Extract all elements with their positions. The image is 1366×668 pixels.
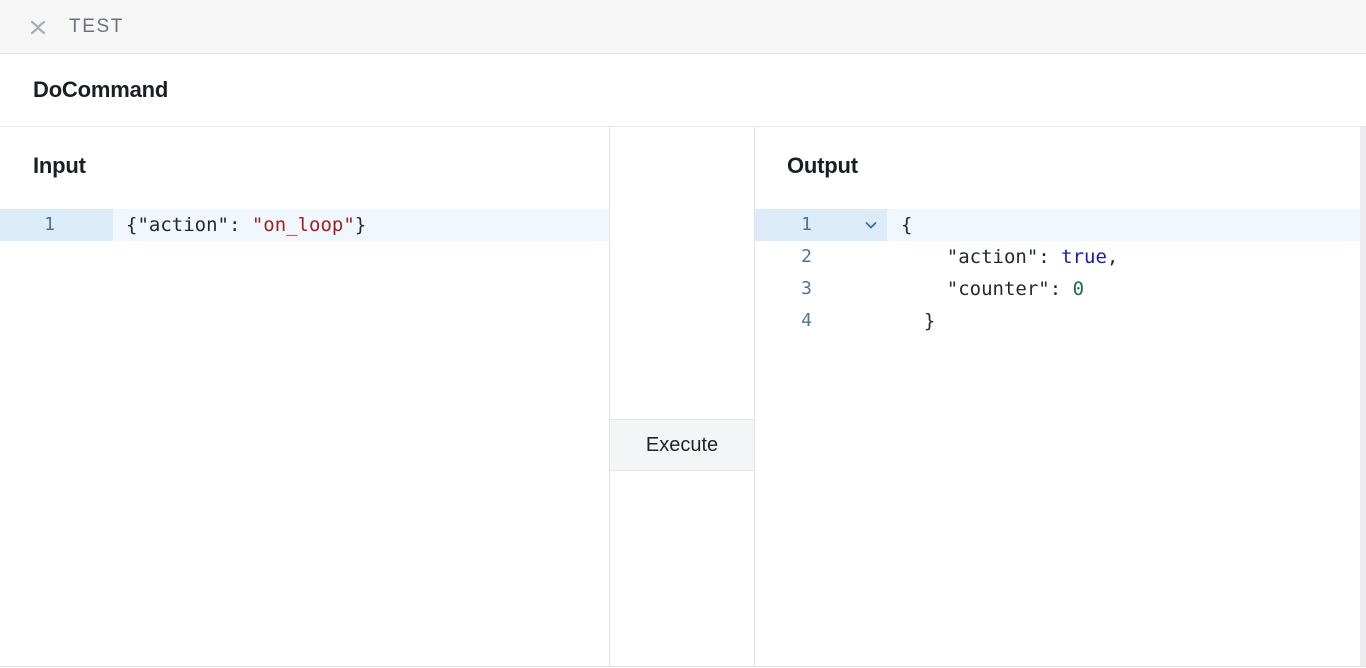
code-text: "counter": 0 (887, 273, 1366, 305)
output-scrollbar[interactable] (1360, 127, 1366, 666)
code-token-plain: } (901, 310, 936, 332)
code-token-plain: } (354, 214, 367, 236)
line-number: 1 (0, 209, 113, 241)
test-label: TEST (69, 15, 124, 37)
code-token-number: 0 (1072, 278, 1085, 300)
execute-button[interactable]: Execute (610, 419, 754, 471)
code-line[interactable]: 2 "action": true, (755, 241, 1366, 273)
test-bar: TEST (0, 0, 1366, 54)
code-token-plain: {"action": (126, 214, 252, 236)
code-token-boolean: true (1061, 246, 1107, 268)
code-text: } (887, 305, 1366, 337)
command-header: DoCommand (0, 54, 1366, 127)
code-line[interactable]: 1{"action": "on_loop"} (0, 209, 609, 241)
collapse-vertical-icon[interactable] (27, 16, 49, 38)
line-number: 1 (755, 209, 855, 241)
code-text: "action": true, (887, 241, 1366, 273)
line-number: 2 (801, 246, 812, 267)
code-token-plain: "action": (901, 246, 1062, 268)
code-token-plain: { (901, 214, 913, 236)
input-panel: Input 1{"action": "on_loop"} (0, 127, 610, 666)
fold-slot-empty (855, 305, 887, 337)
execute-panel: Execute (610, 127, 755, 666)
code-line[interactable]: 3 "counter": 0 (755, 273, 1366, 305)
code-line[interactable]: 4 } (755, 305, 1366, 337)
code-text: {"action": "on_loop"} (113, 209, 609, 241)
code-token-plain: , (1106, 246, 1119, 268)
panes-container: Input 1{"action": "on_loop"} Execute Out… (0, 127, 1366, 667)
code-text: { (887, 209, 1366, 241)
output-heading: Output (787, 153, 858, 178)
line-number: 3 (801, 278, 812, 299)
code-token-plain: "counter": (901, 278, 1073, 300)
output-panel: Output 1{2 "action": true,3 "counter": 0… (755, 127, 1366, 666)
code-line[interactable]: 1{ (755, 209, 1366, 241)
line-number: 4 (801, 310, 812, 331)
chevron-down-icon[interactable] (855, 209, 887, 241)
fold-slot-empty (855, 241, 887, 273)
code-token-string: "on_loop" (251, 214, 355, 236)
input-editor[interactable]: 1{"action": "on_loop"} (0, 209, 609, 241)
page-title: DoCommand (33, 77, 169, 102)
fold-slot-empty (855, 273, 887, 305)
input-heading: Input (33, 153, 86, 178)
